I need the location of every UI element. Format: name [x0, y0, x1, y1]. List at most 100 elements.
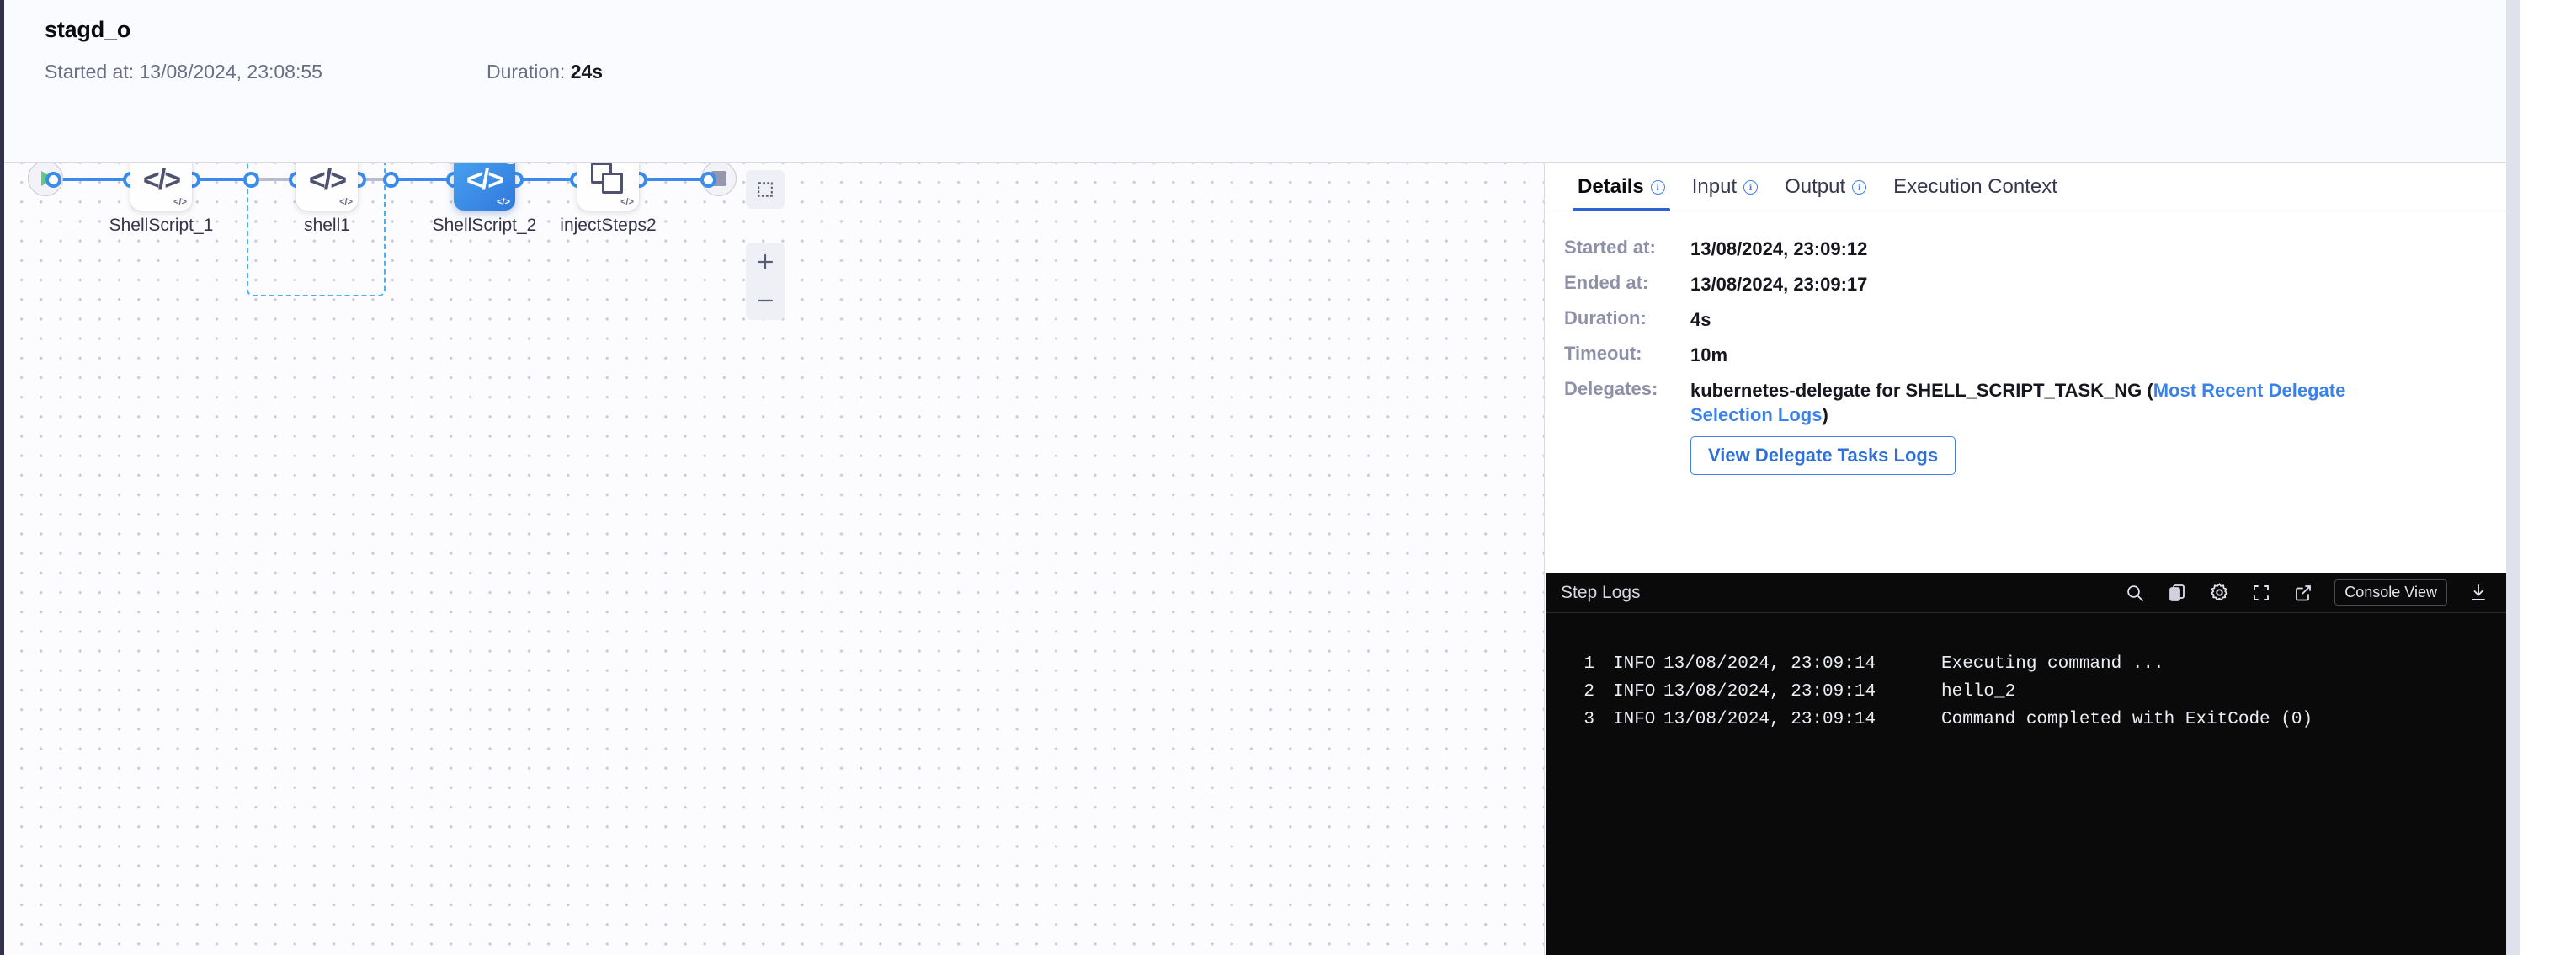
step-group-injectsteps1[interactable]	[247, 163, 386, 296]
log-message: Executing command ...	[1941, 654, 2164, 674]
log-lines[interactable]: 1 INFO 13/08/2024, 23:09:14 Executing co…	[1546, 613, 2506, 728]
page-scrollbar[interactable]	[2506, 0, 2520, 955]
console-tool-group: Console View	[2124, 579, 2489, 606]
step-detail-panel: Details i Input i Output i Execution Con…	[1546, 163, 2506, 955]
zoom-out-icon[interactable]	[746, 281, 785, 320]
log-line-number: 2	[1583, 682, 1594, 702]
gear-icon[interactable]	[2208, 582, 2230, 604]
detail-row-duration: Duration: 4s	[1564, 307, 2506, 332]
detail-row-started-at: Started at: 13/08/2024, 23:09:12	[1564, 237, 2506, 261]
port-end-in[interactable]	[700, 172, 716, 188]
duplicate-icon	[590, 163, 626, 198]
info-icon[interactable]: i	[1743, 179, 1759, 195]
pipeline-canvas[interactable]: injectSteps1 </> </> ShellScript_1 </> <…	[4, 163, 1545, 955]
tab-details-label: Details	[1578, 175, 1644, 198]
detail-row-delegates: Delegates: kubernetes-delegate for SHELL…	[1564, 378, 2506, 427]
delegate-selection-logs-link[interactable]: Most Recent Delegate Selection Logs	[1690, 380, 2346, 426]
detail-tabs: Details i Input i Output i Execution Con…	[1546, 163, 2506, 211]
zoom-in-icon[interactable]	[746, 243, 785, 281]
duration-value: 24s	[570, 61, 604, 83]
node-shell1[interactable]: </> </>	[296, 163, 358, 211]
log-line: 3 INFO 13/08/2024, 23:09:14 Command comp…	[1546, 711, 2506, 728]
detail-value: 10m	[1690, 344, 1728, 366]
info-icon[interactable]: i	[1650, 179, 1665, 195]
port-group-in[interactable]	[243, 172, 259, 188]
detail-label: Started at:	[1564, 237, 1656, 258]
tab-execution-context[interactable]: Execution Context	[1880, 175, 2071, 211]
log-line: 1 INFO 13/08/2024, 23:09:14 Executing co…	[1546, 655, 2506, 673]
log-timestamp: 13/08/2024, 23:09:14	[1663, 710, 1876, 729]
search-icon[interactable]	[2124, 582, 2146, 604]
details-content: Started at: 13/08/2024, 23:09:12 Ended a…	[1546, 211, 2506, 476]
code-icon: </>	[466, 163, 504, 196]
log-line-number: 3	[1583, 710, 1594, 729]
log-timestamp: 13/08/2024, 23:09:14	[1663, 654, 1876, 674]
selection-box-button[interactable]	[746, 170, 785, 209]
download-icon[interactable]	[2467, 582, 2489, 604]
code-corner-icon: </>	[497, 197, 510, 207]
code-icon: </>	[308, 163, 347, 196]
console-toolbar: Step Logs	[1546, 573, 2506, 613]
header-started-at: Started at: 13/08/2024, 23:08:55	[45, 61, 322, 83]
detail-row-timeout: Timeout: 10m	[1564, 343, 2506, 367]
node-shellscript-2[interactable]: </> </>	[454, 163, 515, 211]
port-start-out[interactable]	[45, 172, 61, 188]
edge-shellscript2-to-injectsteps2	[506, 178, 587, 181]
tab-input-label: Input	[1691, 175, 1738, 198]
log-line: 2 INFO 13/08/2024, 23:09:14 hello_2	[1546, 683, 2506, 701]
delegate-text-prefix: kubernetes-delegate for SHELL_SCRIPT_TAS…	[1690, 380, 2153, 402]
node-label-shellscript-2: ShellScript_2	[432, 216, 537, 235]
detail-label: Delegates:	[1564, 378, 1658, 400]
edge-group-in	[251, 178, 295, 181]
zoom-controls[interactable]	[746, 243, 785, 320]
log-level: INFO	[1613, 654, 1656, 674]
log-message: hello_2	[1941, 682, 2016, 702]
log-level: INFO	[1613, 682, 1656, 702]
tab-execution-context-label: Execution Context	[1893, 175, 2057, 198]
console-view-button[interactable]: Console View	[2334, 579, 2447, 606]
edge-shellscript1-out	[172, 178, 253, 181]
detail-value: 13/08/2024, 23:09:17	[1690, 274, 1868, 296]
node-label-shellscript-1: ShellScript_1	[109, 216, 214, 235]
console-title: Step Logs	[1561, 582, 1641, 602]
page-title: stagd_o	[45, 17, 131, 42]
tab-output-label: Output	[1785, 175, 1846, 198]
duration-label: Duration:	[487, 61, 566, 83]
detail-value: 13/08/2024, 23:09:12	[1690, 238, 1868, 259]
log-message: Command completed with ExitCode (0)	[1941, 710, 2313, 729]
view-delegate-tasks-logs-button[interactable]: View Delegate Tasks Logs	[1690, 436, 1956, 476]
detail-value: 4s	[1690, 309, 1711, 331]
header-duration: Duration: 24s	[487, 61, 603, 83]
detail-label: Timeout:	[1564, 343, 1642, 365]
node-label-injectsteps2: injectSteps2	[560, 216, 657, 235]
detail-label: Duration:	[1564, 307, 1647, 329]
code-corner-icon: </>	[173, 197, 187, 207]
edge-injectsteps2-to-end	[631, 178, 716, 181]
started-at-text: Started at: 13/08/2024, 23:08:55	[45, 61, 322, 83]
page-right-margin	[2520, 0, 2576, 955]
info-icon[interactable]: i	[1852, 179, 1867, 195]
log-level: INFO	[1613, 710, 1656, 729]
tab-output[interactable]: Output i	[1771, 175, 1880, 211]
node-injectsteps2[interactable]: </>	[577, 163, 639, 211]
code-corner-icon: </>	[339, 197, 353, 207]
code-corner-icon: </>	[620, 197, 634, 207]
edge-start-to-shellscript1	[48, 178, 132, 181]
port-group-out[interactable]	[383, 172, 399, 188]
fullscreen-icon[interactable]	[2250, 582, 2272, 604]
stage-header: stagd_o Started at: 13/08/2024, 23:08:55…	[4, 0, 2506, 163]
detail-value: kubernetes-delegate for SHELL_SCRIPT_TAS…	[1690, 378, 2389, 427]
selection-box-icon	[746, 170, 785, 209]
edge-group-to-shellscript2	[385, 178, 467, 181]
external-link-icon[interactable]	[2292, 582, 2314, 604]
delegate-text-suffix: )	[1822, 404, 1828, 426]
code-icon: </>	[142, 163, 181, 196]
detail-row-ended-at: Ended at: 13/08/2024, 23:09:17	[1564, 272, 2506, 296]
node-shellscript-1[interactable]: </> </>	[130, 163, 192, 211]
tab-details[interactable]: Details i	[1564, 175, 1679, 211]
step-logs-console: Step Logs	[1546, 573, 2506, 955]
tab-input[interactable]: Input i	[1679, 175, 1771, 211]
copy-icon[interactable]	[2166, 582, 2188, 604]
log-line-number: 1	[1583, 654, 1594, 674]
